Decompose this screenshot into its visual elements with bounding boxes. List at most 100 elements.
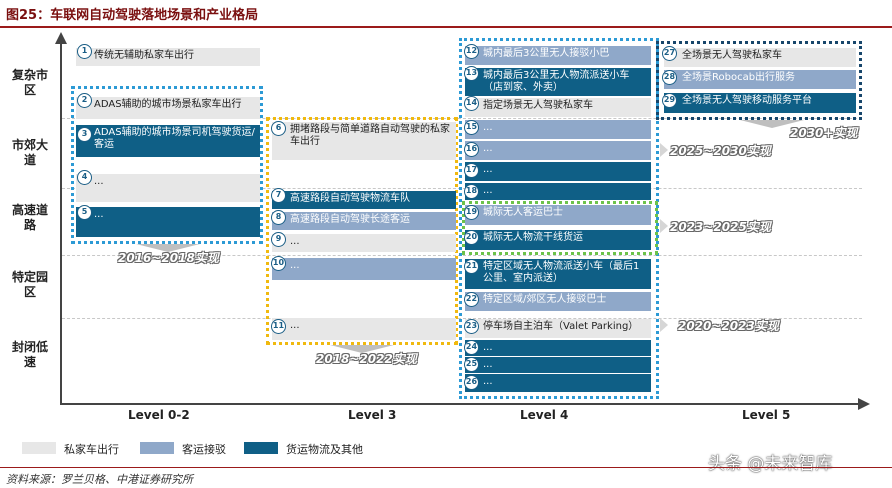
scenario-text: ... xyxy=(483,376,493,387)
figure-title: 图25：车联网自动驾驶落地场景和产业格局 xyxy=(6,8,259,23)
scenario-text: 指定场景无人驾驶私家车 xyxy=(483,100,593,111)
number-badge: 3 xyxy=(77,127,92,142)
number-badge: 13 xyxy=(464,66,479,81)
scenario-box: ... xyxy=(465,374,651,392)
legend-label-passenger: 客运接驳 xyxy=(182,443,226,456)
scenario-box: 特定区域/郊区无人接驳巴士 xyxy=(465,292,651,311)
number-badge: 15 xyxy=(464,120,479,135)
row-separator xyxy=(62,318,862,319)
number-badge: 18 xyxy=(464,184,479,199)
scenario-text: ... xyxy=(483,164,493,175)
number-badge: 26 xyxy=(464,375,479,390)
y-label-park: 特定园区 xyxy=(11,270,48,299)
group-level5-outline xyxy=(656,41,862,120)
x-label-level4: Level 4 xyxy=(520,408,569,422)
number-badge: 28 xyxy=(662,70,677,85)
scenario-box: 拥堵路段与简单道路自动驾驶的私家车出行 xyxy=(272,122,456,160)
x-axis-arrow-icon xyxy=(858,398,870,410)
scenario-box: ... xyxy=(272,318,456,340)
number-badge: 10 xyxy=(271,256,286,271)
scenario-box: 高速路段自动驾驶长途客运 xyxy=(272,212,456,230)
x-axis-line xyxy=(60,403,860,405)
scenario-text: 全场景无人驾驶私家车 xyxy=(682,50,782,61)
x-label-level3: Level 3 xyxy=(348,408,397,422)
source-divider xyxy=(0,467,892,468)
scenario-text: 城内最后3公里无人接驳小巴 xyxy=(483,48,610,59)
legend-swatch-private xyxy=(22,442,56,454)
scenario-text: ADAS辅助的城市场景私家车出行 xyxy=(94,99,242,110)
scenario-box: ADAS辅助的城市场景司机驾驶货运/客运 xyxy=(76,125,260,157)
number-badge: 22 xyxy=(464,292,479,307)
scenario-text: 特定区域无人物流派送小车（最后1公里、室内派送） xyxy=(483,261,640,284)
scenario-text: 全场景Robocab出行服务 xyxy=(682,72,796,83)
number-badge: 1 xyxy=(77,44,92,59)
number-badge: 14 xyxy=(464,96,479,111)
y-label-suburban: 市郊大道 xyxy=(11,138,48,167)
y-axis-arrow-icon xyxy=(55,32,67,44)
period-label: 2020~2023实现 xyxy=(678,319,779,333)
scenario-text: ... xyxy=(290,260,300,271)
scenario-text: 城际无人客运巴士 xyxy=(483,207,563,218)
scenario-box: ... xyxy=(272,258,456,280)
row-separator xyxy=(62,188,862,189)
scenario-text: ... xyxy=(94,209,104,220)
period-label: 2018~2022实现 xyxy=(316,352,417,366)
number-badge: 9 xyxy=(271,232,286,247)
scenario-text: 高速路段自动驾驶物流车队 xyxy=(290,193,410,204)
number-badge: 11 xyxy=(271,319,286,334)
scenario-box: 全场景Robocab出行服务 xyxy=(664,70,856,89)
period-pointer-icon xyxy=(660,143,668,157)
scenario-box: 高速路段自动驾驶物流车队 xyxy=(272,191,456,209)
scenario-box: ... xyxy=(465,162,651,181)
scenario-text: 城际无人物流干线货运 xyxy=(483,232,583,243)
scenario-text: ... xyxy=(483,143,493,154)
scenario-text: ADAS辅助的城市场景司机驾驶货运/客运 xyxy=(94,127,255,150)
number-badge: 23 xyxy=(464,319,479,334)
number-badge: 25 xyxy=(464,357,479,372)
title-divider xyxy=(0,26,892,28)
y-label-urban: 复杂市区 xyxy=(11,68,48,97)
number-badge: 5 xyxy=(77,205,92,220)
scenario-box: ... xyxy=(465,120,651,139)
scenario-text: 城内最后3公里无人物流派送小车（店到家、外卖） xyxy=(483,70,630,93)
legend-label-freight: 货运物流及其他 xyxy=(286,443,363,456)
number-badge: 2 xyxy=(77,93,92,108)
scenario-text: 特定区域/郊区无人接驳巴士 xyxy=(483,294,607,305)
scenario-box: 城际无人物流干线货运 xyxy=(465,230,651,250)
scenario-text: ... xyxy=(483,342,493,353)
scenario-text: ... xyxy=(94,176,104,187)
scenario-text: ... xyxy=(483,122,493,133)
scenario-box: ... xyxy=(465,183,651,200)
scenario-text: ... xyxy=(290,236,300,247)
row-separator xyxy=(62,255,862,256)
group-level0-2-outline xyxy=(71,86,263,244)
number-badge: 7 xyxy=(271,188,286,203)
legend-swatch-freight xyxy=(244,442,278,454)
scenario-box: 城内最后3公里无人接驳小巴 xyxy=(465,46,651,65)
scenario-box: ... xyxy=(465,357,651,373)
x-label-level0-2: Level 0-2 xyxy=(128,408,190,422)
scenario-box: 城内最后3公里无人物流派送小车（店到家、外卖） xyxy=(465,68,651,96)
period-label: 2016~2018实现 xyxy=(118,251,219,265)
scenario-box: 全场景无人驾驶私家车 xyxy=(664,48,856,67)
number-badge: 6 xyxy=(271,121,286,136)
scenario-box: 特定区域无人物流派送小车（最后1公里、室内派送） xyxy=(465,259,651,289)
number-badge: 4 xyxy=(77,170,92,185)
number-badge: 16 xyxy=(464,142,479,157)
x-label-level5: Level 5 xyxy=(742,408,791,422)
y-label-highway: 高速道路 xyxy=(11,203,48,232)
number-badge: 27 xyxy=(662,46,677,61)
scenario-text: 传统无辅助私家车出行 xyxy=(94,50,194,61)
scenario-box: 全场景无人驾驶移动服务平台 xyxy=(664,93,856,113)
group-level3-outline xyxy=(266,117,458,345)
scenario-box: 传统无辅助私家车出行 xyxy=(76,48,260,66)
scenario-box: 指定场景无人驾驶私家车 xyxy=(465,98,651,117)
period-pointer-icon xyxy=(660,219,668,233)
number-badge: 24 xyxy=(464,340,479,355)
scenario-text: ... xyxy=(483,185,493,196)
period-label: 2023~2025实现 xyxy=(670,220,771,234)
period-pointer-icon xyxy=(136,244,200,252)
scenario-box: ... xyxy=(272,234,456,252)
scenario-box: 停车场自主泊车（Valet Parking） xyxy=(465,319,651,338)
scenario-text: ... xyxy=(483,359,493,370)
